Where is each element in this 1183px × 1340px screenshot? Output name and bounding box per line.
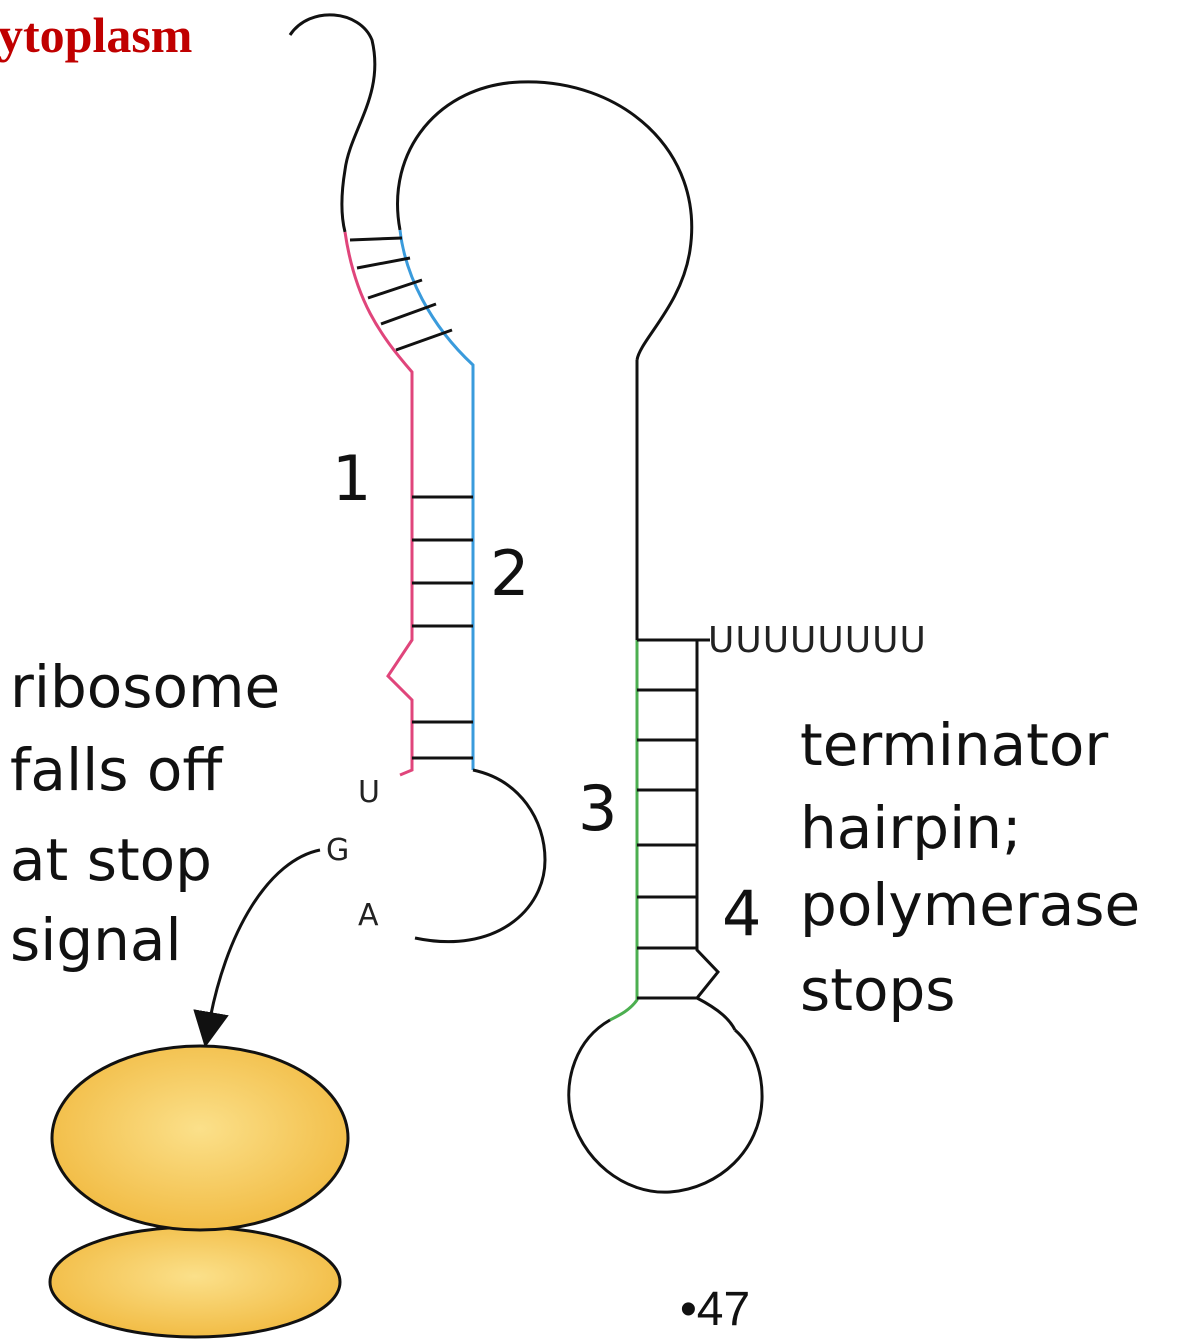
ribosome-line-1: ribosome (10, 653, 280, 721)
terminator-line-4: stops (800, 956, 955, 1024)
label-region-1: 1 (332, 442, 371, 515)
terminator-line-3: polymerase (800, 871, 1140, 939)
page-number: •47 (680, 1283, 750, 1336)
large-loop (398, 82, 692, 360)
label-region-2: 2 (490, 537, 529, 610)
stop-base-g: G (326, 833, 349, 868)
rna-5prime-tail (290, 15, 375, 232)
leader-hairpin: U G A 1 2 (290, 15, 692, 942)
strand-region-4 (697, 640, 735, 1030)
ribosome-line-4: signal (10, 906, 182, 974)
label-region-3: 3 (578, 772, 617, 845)
stop-base-u: U (358, 775, 380, 810)
curved-base-pairs (350, 238, 452, 350)
ribosome-line-3: at stop (10, 826, 212, 894)
terminator-caption: terminator hairpin; polymerase stops (800, 711, 1140, 1024)
release-arrow (208, 850, 320, 1030)
ribosome (50, 1046, 348, 1337)
poly-u-tail: UUUUUUUU (708, 620, 927, 661)
ribosome-line-2: falls off (10, 736, 224, 804)
stem-base-pairs-1-2 (412, 497, 473, 758)
ribosome-small-subunit (50, 1227, 340, 1337)
lower-loop (415, 770, 545, 942)
stem-base-pairs-3-4 (637, 690, 697, 998)
terminator-line-2: hairpin; (800, 794, 1022, 862)
terminator-line-1: terminator (800, 711, 1108, 779)
stop-base-a: A (358, 898, 379, 933)
terminator-loop (569, 1020, 762, 1192)
title: ytoplasm (0, 7, 192, 63)
label-region-4: 4 (722, 877, 761, 950)
ribosome-large-subunit (52, 1046, 348, 1230)
